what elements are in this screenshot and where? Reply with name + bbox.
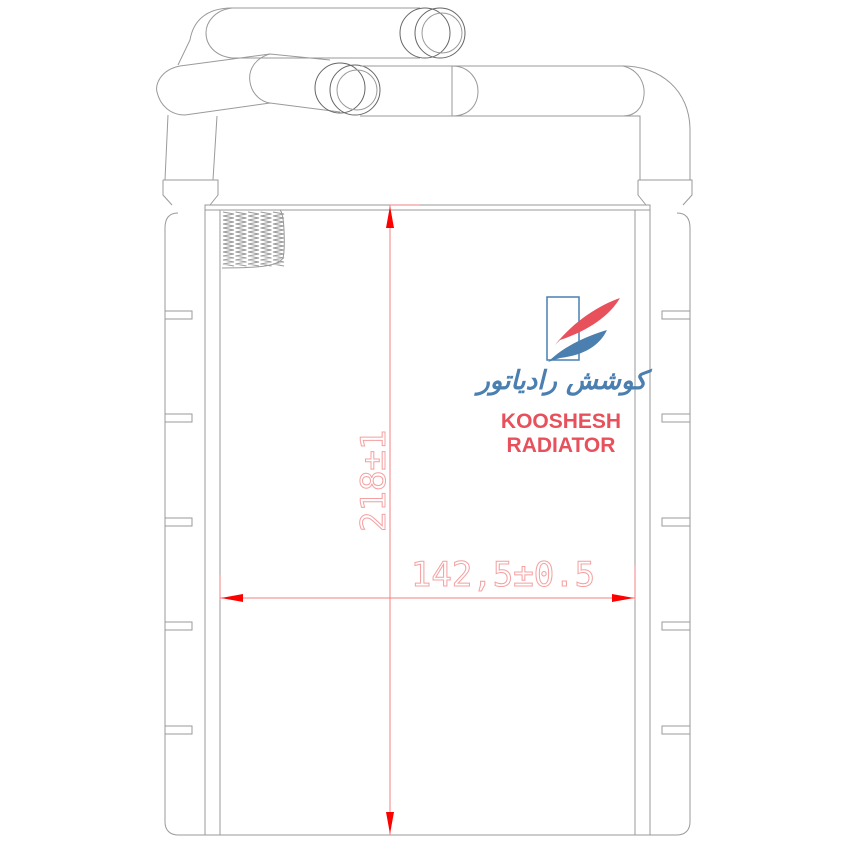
arrow-up-icon — [386, 206, 394, 228]
mounting-tab — [164, 725, 193, 735]
mounting-tab — [661, 413, 691, 423]
fin-column — [235, 211, 247, 267]
fin-column — [272, 211, 285, 267]
logo-line-kooshesh: KOOSHESH — [500, 410, 622, 433]
lower-pipe — [156, 53, 691, 181]
fin-column — [222, 211, 235, 267]
logo-line-radiator: RADIATOR — [506, 434, 616, 457]
core-frame — [164, 204, 691, 836]
upper-pipe — [177, 7, 466, 66]
mounting-tab — [164, 517, 193, 527]
fin-column — [260, 211, 272, 267]
height-dimension-label: 218±1 — [354, 430, 394, 532]
height-dimension: 218±1 — [354, 204, 420, 835]
logo-persian-name: کوشش رادیاتور — [477, 366, 647, 396]
arrow-down-icon — [386, 812, 394, 834]
mounting-tab — [164, 310, 193, 320]
mounting-tab — [661, 310, 691, 320]
logo-mark — [546, 296, 620, 362]
mounting-tab — [661, 621, 691, 631]
arrow-right-icon — [612, 594, 634, 602]
arrow-left-icon — [221, 594, 243, 602]
fin-detail — [221, 209, 285, 269]
mounting-tab — [661, 517, 691, 527]
collars — [162, 179, 693, 206]
fin-column — [247, 211, 260, 267]
mounting-tab — [164, 621, 193, 631]
mounting-tab — [661, 725, 691, 735]
mounting-tab — [164, 413, 193, 423]
width-dimension-label: 142,5±0.5 — [411, 555, 595, 595]
width-dimension: 142,5±0.5 — [219, 555, 636, 602]
